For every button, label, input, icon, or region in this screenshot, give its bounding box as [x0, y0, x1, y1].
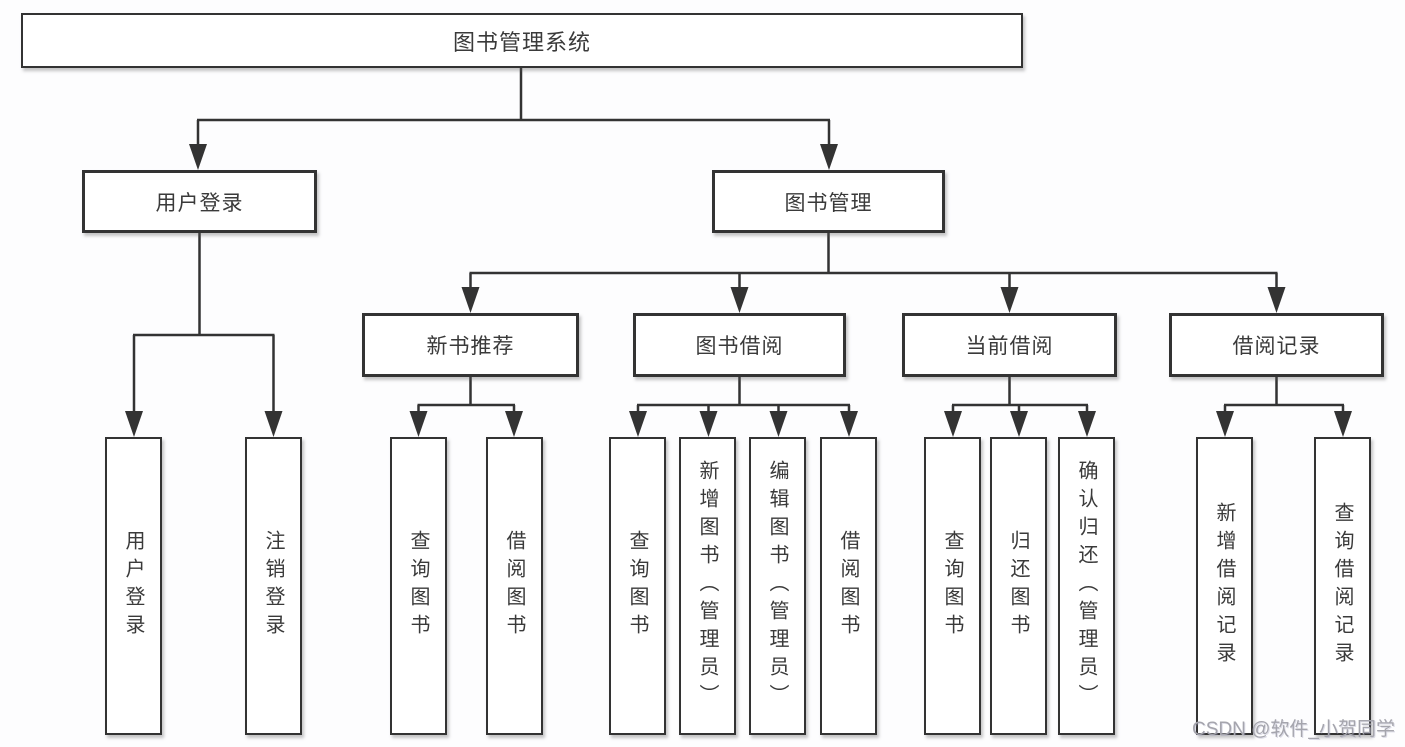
- leaf-add-borrow-record: 新增借阅记录: [1196, 437, 1253, 735]
- leaf-label: 确认归还（管理员）: [1075, 460, 1097, 712]
- node-user-login: 用户登录: [82, 170, 317, 233]
- leaf-confirm-return-admin: 确认归还（管理员）: [1058, 437, 1115, 735]
- leaf-query-books-recommend: 查询图书: [390, 437, 447, 735]
- leaf-label: 用户登录: [122, 530, 144, 642]
- leaf-label: 借阅图书: [503, 530, 525, 642]
- leaf-label: 注销登录: [262, 530, 284, 642]
- leaf-label: 查询借阅记录: [1331, 502, 1353, 670]
- node-new-book-recommend: 新书推荐: [362, 313, 579, 377]
- leaf-edit-books-admin: 编辑图书（管理员）: [749, 437, 806, 735]
- node-book-borrow: 图书借阅: [633, 313, 846, 377]
- node-library-system: 图书管理系统: [21, 13, 1023, 68]
- leaf-label: 新增借阅记录: [1213, 502, 1235, 670]
- leaf-label: 新增图书（管理员）: [696, 460, 718, 712]
- leaf-label: 查询图书: [941, 530, 963, 642]
- leaf-logout: 注销登录: [245, 437, 302, 735]
- leaf-user-login: 用户登录: [105, 437, 162, 735]
- leaf-label: 借阅图书: [837, 530, 859, 642]
- node-book-management: 图书管理: [712, 170, 945, 233]
- leaf-label: 归还图书: [1007, 530, 1029, 642]
- leaf-add-books-admin: 新增图书（管理员）: [679, 437, 736, 735]
- leaf-borrow-books: 借阅图书: [820, 437, 877, 735]
- leaf-query-books-borrow: 查询图书: [609, 437, 666, 735]
- leaf-label: 编辑图书（管理员）: [766, 460, 788, 712]
- leaf-query-books-current: 查询图书: [924, 437, 981, 735]
- leaf-borrow-books-recommend: 借阅图书: [486, 437, 543, 735]
- node-current-borrow: 当前借阅: [902, 313, 1117, 377]
- node-borrow-records: 借阅记录: [1169, 313, 1384, 377]
- leaf-return-books: 归还图书: [990, 437, 1047, 735]
- leaf-query-borrow-record: 查询借阅记录: [1314, 437, 1371, 735]
- csdn-watermark: CSDN @软件_小贺同学: [1192, 719, 1395, 740]
- leaf-label: 查询图书: [407, 530, 429, 642]
- leaf-label: 查询图书: [626, 530, 648, 642]
